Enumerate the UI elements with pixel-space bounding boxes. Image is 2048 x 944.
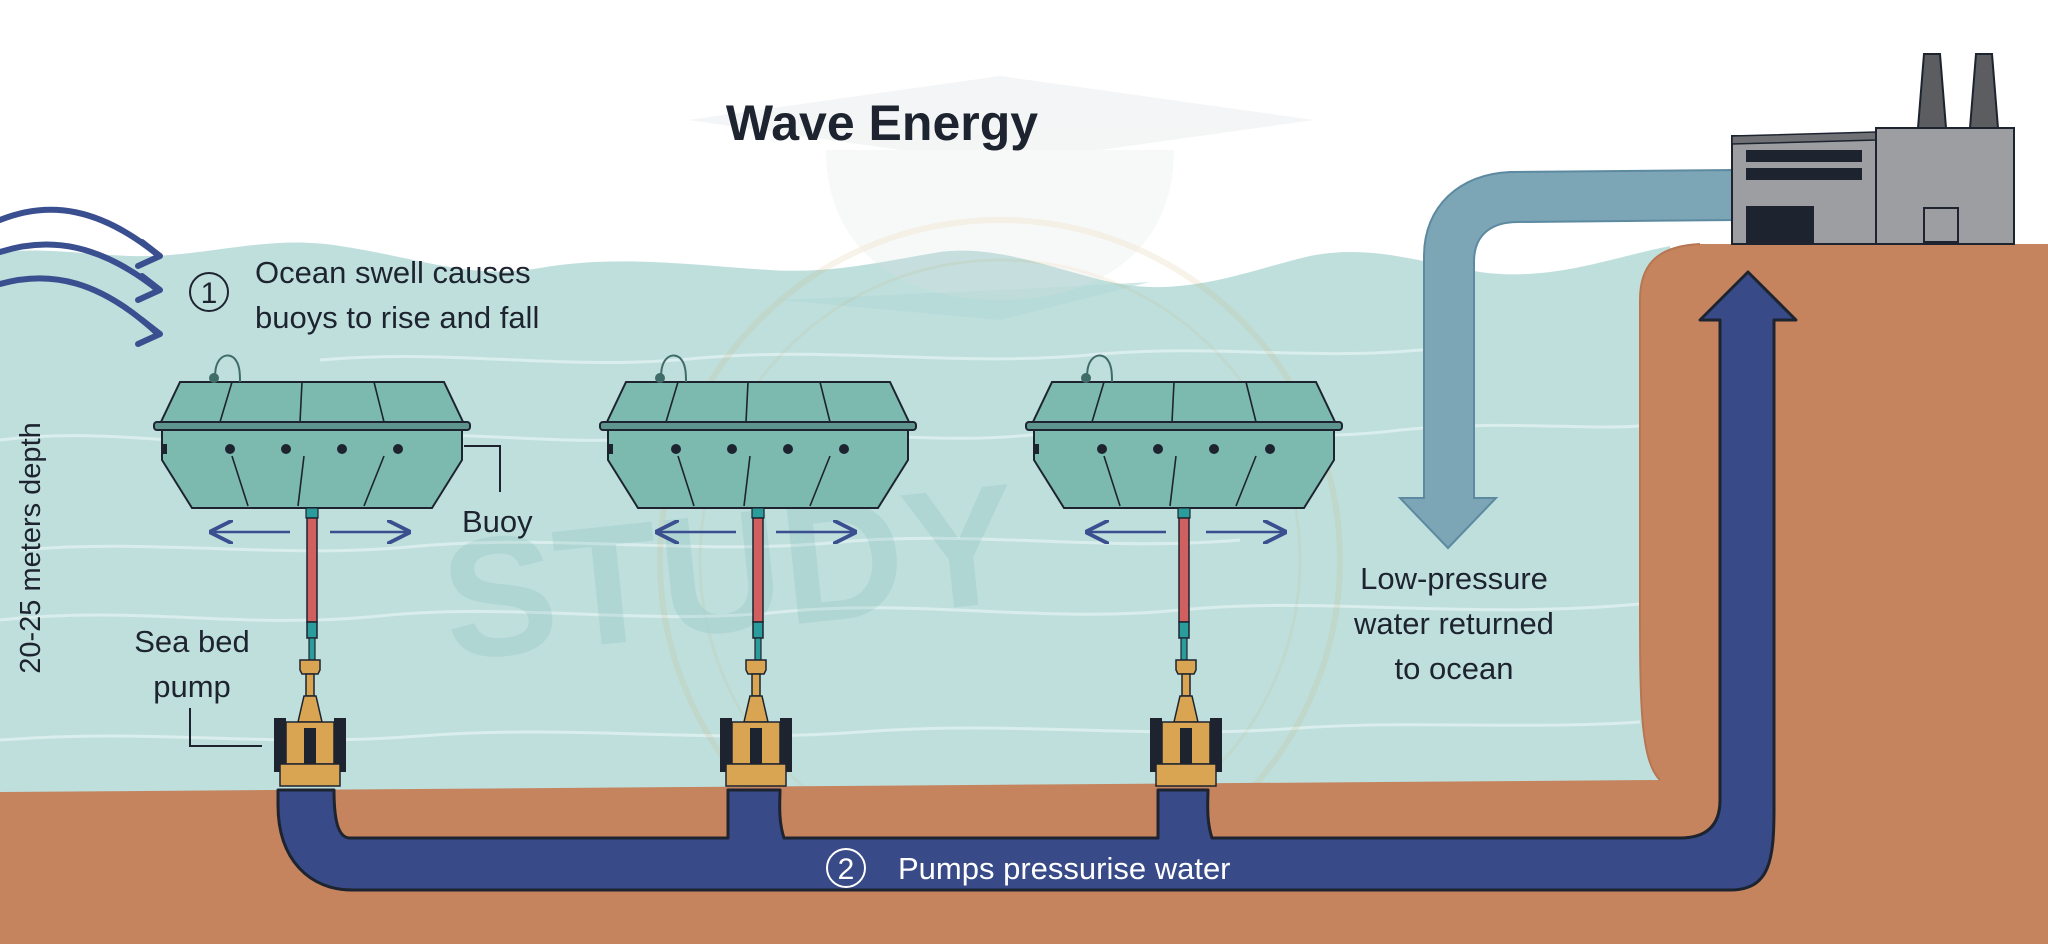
- step-1-label-line-2: buoys to rise and fall: [255, 300, 539, 335]
- return-label-line-3: to ocean: [1395, 651, 1514, 686]
- seabed-edge: [1639, 243, 1701, 781]
- ocean-swell-arrows: [0, 206, 163, 347]
- step-1-number: 1: [201, 277, 218, 310]
- step-2-label: Pumps pressurise water: [898, 851, 1231, 886]
- seabed: [0, 244, 2048, 944]
- step-2-marker: [826, 848, 866, 888]
- water-highlight: [780, 282, 1150, 320]
- power-station: [1731, 53, 2015, 245]
- depth-label: 20-25 meters depth: [15, 422, 47, 673]
- step-1-label-line-1: Ocean swell causes: [255, 255, 531, 290]
- rod-3: [1178, 517, 1190, 661]
- rod-2: [752, 517, 764, 661]
- return-label-line-1: Low-pressure: [1360, 561, 1548, 596]
- step-1-marker: [189, 272, 229, 312]
- pump-leader-line: [189, 708, 262, 747]
- diagram-title: Wave Energy: [726, 95, 1038, 151]
- rod-1: [306, 517, 318, 661]
- step-2-number: 2: [838, 853, 855, 886]
- pressure-pipe: [276, 270, 1798, 892]
- return-label-line-2: water returned: [1353, 606, 1554, 641]
- pump-label-line-2: pump: [153, 669, 231, 704]
- buoy-label: Buoy: [462, 504, 533, 539]
- return-pipe: [1397, 168, 1736, 550]
- buoy-leader-line: [464, 445, 501, 492]
- pump-label-line-1: Sea bed: [134, 624, 250, 659]
